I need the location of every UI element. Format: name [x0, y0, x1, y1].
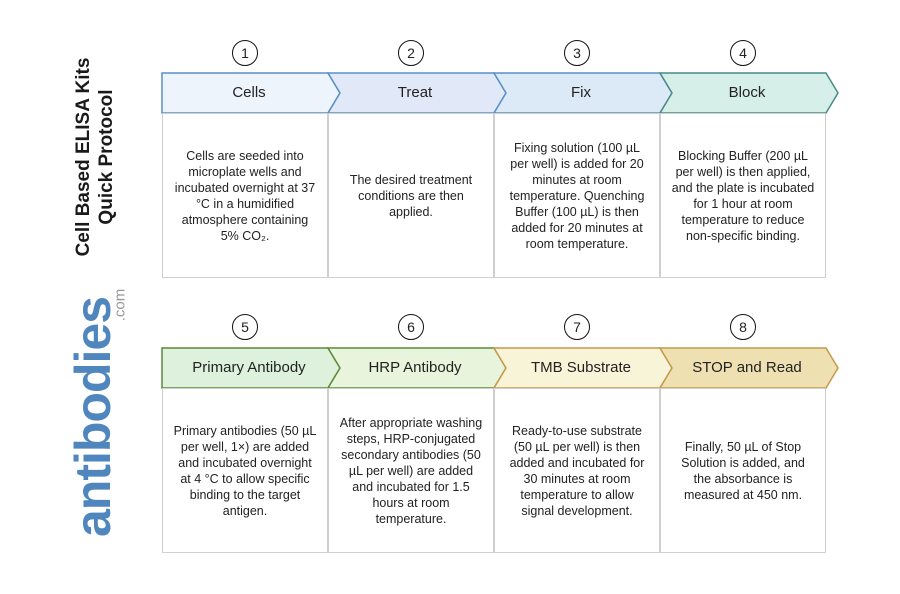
step-description: The desired treatment conditions are the…	[328, 113, 494, 278]
step-text: Blocking Buffer (200 µL per well) is the…	[671, 148, 815, 243]
step-text: Fixing solution (100 µL per well) is add…	[509, 140, 645, 251]
step-description: Finally, 50 µL of Stop Solution is added…	[660, 388, 826, 553]
step-label: Cells	[232, 84, 266, 101]
step-number-badge: 6	[398, 314, 424, 340]
step-header-chevron	[658, 347, 839, 389]
step-number-badge: 2	[398, 40, 424, 66]
step-number-badge: 5	[232, 314, 258, 340]
step-text: Primary antibodies (50 µL per well, 1×) …	[173, 423, 317, 518]
step-description: Cells are seeded into microplate wells a…	[162, 113, 328, 278]
step-label: STOP and Read	[692, 359, 802, 376]
step-text: After appropriate washing steps, HRP-con…	[339, 415, 483, 526]
step-label: HRP Antibody	[368, 359, 462, 376]
step-number-badge: 4	[730, 40, 756, 66]
step-description: After appropriate washing steps, HRP-con…	[328, 388, 494, 553]
step-number-badge: 8	[730, 314, 756, 340]
step-description: Ready-to-use substrate (50 µL per well) …	[494, 388, 660, 553]
step-label: TMB Substrate	[530, 359, 632, 376]
step-description: Fixing solution (100 µL per well) is add…	[494, 113, 660, 278]
step-text: Cells are seeded into microplate wells a…	[174, 148, 316, 243]
step-text: The desired treatment conditions are the…	[349, 172, 473, 219]
step-label: Fix	[571, 84, 591, 101]
step-label: Primary Antibody	[192, 359, 306, 376]
step-label: Treat	[397, 84, 433, 101]
step-number-badge: 1	[232, 40, 258, 66]
step-text: Ready-to-use substrate (50 µL per well) …	[509, 423, 645, 518]
step-number-badge: 3	[564, 40, 590, 66]
step-description: Primary antibodies (50 µL per well, 1×) …	[162, 388, 328, 553]
step-text: Finally, 50 µL of Stop Solution is added…	[681, 439, 805, 502]
step-number-badge: 7	[564, 314, 590, 340]
step-description: Blocking Buffer (200 µL per well) is the…	[660, 113, 826, 278]
step-header-chevron	[658, 72, 839, 114]
step-label: Block	[728, 84, 766, 101]
